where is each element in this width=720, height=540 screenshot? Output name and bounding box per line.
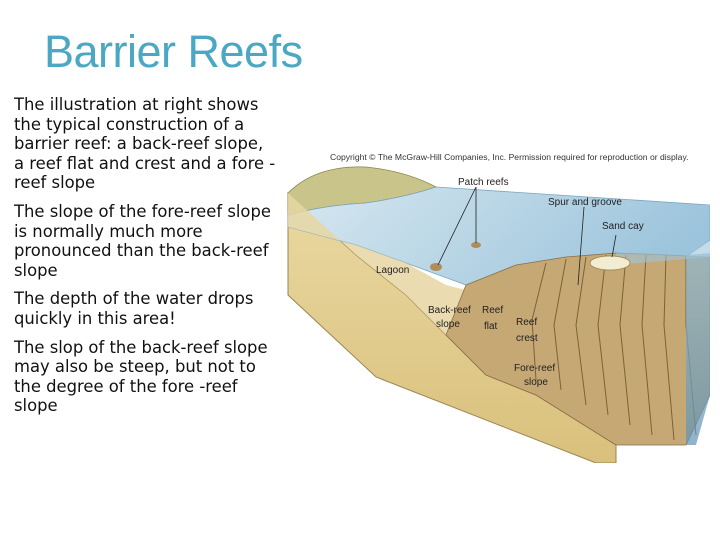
bullet-item-3: The depth of the water drops quickly in … (14, 289, 254, 328)
lagoon-floor (288, 193, 486, 335)
patch-reef-2 (471, 242, 481, 248)
label-back-reef-line2: slope (436, 319, 460, 330)
label-sand-cay: Sand cay (602, 221, 644, 232)
bullet-item-4: The slop of the back-reef slope may also… (14, 337, 268, 416)
copyright-text: Copyright © The McGraw-Hill Companies, I… (330, 152, 689, 162)
label-fore-reef-line2: slope (524, 377, 548, 388)
label-spur-groove: Spur and groove (548, 197, 622, 208)
label-reef-flat-line1: Reef (482, 305, 503, 316)
fore-reef-water (616, 241, 710, 265)
label-fore-reef-line1: Fore-reef (514, 363, 555, 374)
label-reef-flat-line2: flat (484, 321, 498, 332)
bullet-item-1: The illustration at right shows the typi… (14, 95, 276, 193)
label-reef-crest-line2: crest (516, 333, 538, 344)
label-back-reef-line1: Back-reef (428, 305, 471, 316)
reef-diagram: Copyright © The McGraw-Hill Companies, I… (287, 152, 710, 463)
reef-body (445, 252, 710, 446)
slide-title: Barrier Reefs (44, 26, 303, 77)
label-lagoon: Lagoon (376, 265, 409, 276)
sand-cay (589, 255, 631, 271)
leader-lines (437, 186, 617, 286)
label-reef-crest-line1: Reef (516, 317, 537, 328)
label-patch-reefs: Patch reefs (458, 177, 509, 188)
deep-water (686, 253, 710, 445)
bullet-item-2: The slope of the fore-reef slope is norm… (14, 201, 271, 280)
bullet-list: The illustration at right shows the typi… (14, 95, 276, 425)
barrier-reef-illustration: Copyright © The McGraw-Hill Companies, I… (286, 145, 710, 463)
patch-reef-1 (430, 263, 442, 271)
